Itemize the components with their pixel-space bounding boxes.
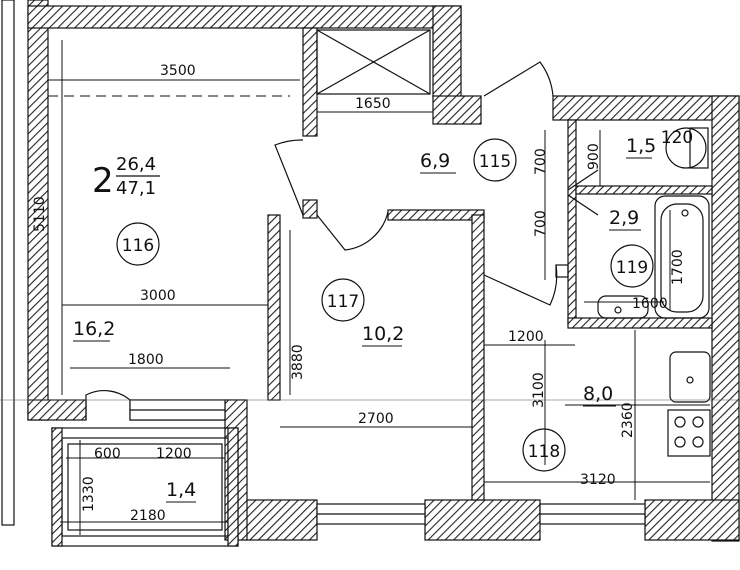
bathtub bbox=[654, 195, 710, 319]
dim-3000: 3000 bbox=[140, 288, 176, 304]
dim-1200: 1200 bbox=[508, 329, 544, 345]
wall-right bbox=[711, 95, 740, 542]
door-wc bbox=[567, 169, 599, 191]
room-number-120: 120 bbox=[661, 128, 693, 148]
stove-icon bbox=[667, 409, 711, 457]
closet bbox=[316, 29, 431, 95]
dim-3880: 3880 bbox=[290, 344, 306, 380]
closet-box bbox=[316, 29, 431, 95]
wall-bath-bottom bbox=[567, 317, 713, 329]
dim-2700: 2700 bbox=[358, 411, 394, 427]
toilet-bowl-icon bbox=[665, 127, 707, 169]
bathtub-drain-icon bbox=[681, 209, 689, 217]
door-balcony bbox=[85, 390, 131, 420]
balcony-wall-left bbox=[51, 427, 63, 547]
room-area-118: 8,0 bbox=[583, 383, 613, 405]
door-bath bbox=[567, 194, 599, 216]
dimension-labels: 3500 1650 5110 3000 1800 3880 2700 700 7… bbox=[32, 63, 686, 524]
kitchen-sink-icon bbox=[669, 351, 711, 403]
shaft bbox=[555, 264, 569, 278]
wall-bottom-a bbox=[244, 499, 318, 541]
room-marker-115 bbox=[473, 138, 517, 182]
room-markers bbox=[116, 138, 654, 472]
room-number-116: 116 bbox=[122, 236, 154, 256]
room-number-117: 117 bbox=[327, 292, 359, 312]
wall-top bbox=[27, 5, 462, 29]
toilet-tank bbox=[689, 127, 709, 169]
dim-700-lower: 700 bbox=[533, 210, 549, 237]
dim-3120: 3120 bbox=[580, 472, 616, 488]
wall-left-strip bbox=[1, 0, 15, 526]
wall-bath-left bbox=[567, 119, 577, 326]
room-marker-119 bbox=[610, 244, 654, 288]
room-marker-118 bbox=[522, 428, 566, 472]
dim-5110: 5110 bbox=[32, 196, 48, 232]
living-area: 26,4 bbox=[116, 154, 156, 175]
dim-1330: 1330 bbox=[81, 476, 97, 512]
dim-900: 900 bbox=[586, 143, 602, 170]
room-area-balcony: 1,4 bbox=[166, 479, 196, 501]
rooms-count: 2 bbox=[92, 161, 114, 201]
wall-wc-bath bbox=[575, 185, 713, 195]
wall-bottom-c bbox=[644, 499, 740, 541]
room-number-118: 118 bbox=[528, 442, 560, 462]
dim-1650: 1650 bbox=[355, 96, 391, 112]
dim-2360: 2360 bbox=[620, 402, 636, 438]
room-area-119: 2,9 bbox=[609, 207, 639, 229]
wall-balcony-top-left bbox=[27, 399, 87, 421]
dim-1700: 1700 bbox=[670, 249, 686, 285]
wall-closet bbox=[302, 27, 318, 137]
dim-1600: 1600 bbox=[632, 296, 668, 312]
dim-3100: 3100 bbox=[531, 372, 547, 408]
door-116 bbox=[274, 139, 304, 216]
dim-600: 600 bbox=[94, 446, 121, 462]
room-area-120: 1,5 bbox=[626, 135, 656, 157]
washbasin-icon bbox=[597, 295, 649, 319]
wall-bottom-b bbox=[424, 499, 541, 541]
balcony-inner-2 bbox=[67, 443, 223, 531]
door-117 bbox=[316, 211, 389, 251]
apartment-summary: 2 26,4 47,1 bbox=[92, 154, 160, 201]
bathtub-inner bbox=[660, 203, 704, 313]
balcony-wall-right bbox=[227, 427, 239, 547]
wall-117-118 bbox=[471, 214, 485, 501]
door-entrance bbox=[483, 61, 554, 97]
dim-1200-balcony: 1200 bbox=[156, 446, 192, 462]
room-number-119: 119 bbox=[616, 258, 648, 278]
room-marker-117 bbox=[321, 278, 365, 322]
wall-step bbox=[432, 95, 482, 125]
wall-top-right bbox=[432, 5, 462, 99]
room-number-115: 115 bbox=[479, 152, 511, 172]
door-kitchen bbox=[483, 264, 558, 306]
dim-3500: 3500 bbox=[160, 63, 196, 79]
fixtures bbox=[555, 127, 711, 457]
wall-117-top bbox=[387, 209, 485, 221]
room-area-117: 10,2 bbox=[362, 323, 404, 345]
wall-right-top bbox=[552, 95, 740, 121]
dimension-lines bbox=[0, 40, 740, 535]
wall-stub bbox=[302, 199, 318, 219]
wall-116-117 bbox=[267, 214, 281, 401]
dim-700-upper: 700 bbox=[533, 148, 549, 175]
balcony bbox=[51, 427, 239, 547]
dim-1800: 1800 bbox=[128, 352, 164, 368]
total-area: 47,1 bbox=[116, 178, 156, 199]
windows bbox=[129, 399, 646, 525]
room-area-116: 16,2 bbox=[73, 318, 115, 340]
room-marker-116 bbox=[116, 222, 160, 266]
dim-2180: 2180 bbox=[130, 508, 166, 524]
room-area-115: 6,9 bbox=[420, 150, 450, 172]
